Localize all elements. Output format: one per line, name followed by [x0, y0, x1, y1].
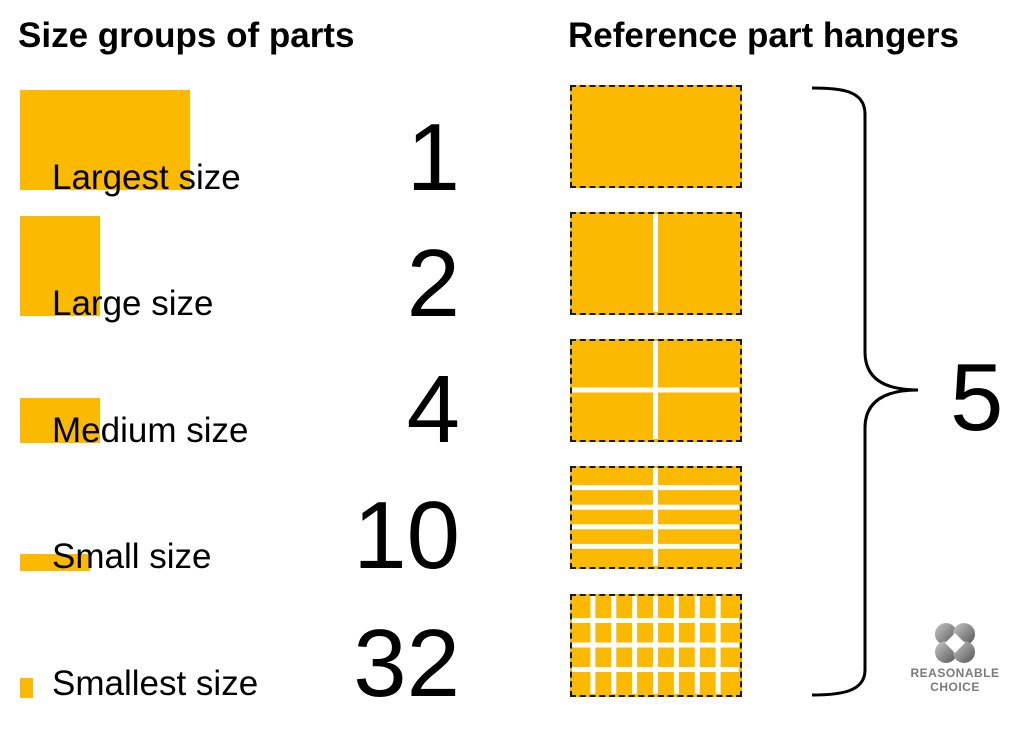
hanger-row-gap [572, 485, 739, 491]
large-size-label: Large size [52, 284, 214, 323]
hanger-row-gap [572, 504, 739, 510]
hanger-grid [572, 468, 739, 566]
logo-text-line1: REASONABLE [910, 666, 1000, 680]
hanger-smallest [570, 594, 742, 697]
hanger-grid [572, 341, 739, 439]
largest-size-swatch [20, 90, 190, 190]
hanger-row-gap [572, 642, 739, 648]
right-heading: Reference part hangers [568, 16, 959, 55]
hanger-largest [570, 85, 742, 188]
hanger-row-gap [572, 524, 739, 530]
hanger-grid [653, 214, 658, 312]
small-size-label: Small size [52, 537, 212, 576]
smallest-size-count: 32 [353, 610, 460, 717]
large-size-count: 2 [406, 230, 460, 337]
largest-size-label: Largest size [52, 158, 241, 197]
reasonable-choice-logo: REASONABLE CHOICE [900, 620, 1010, 694]
hanger-large [570, 212, 742, 315]
largest-size-count: 1 [406, 104, 460, 211]
smallest-size-label: Smallest size [52, 664, 259, 703]
logo-text-line2: CHOICE [930, 680, 980, 694]
small-size-count: 10 [353, 482, 460, 589]
hanger-medium [570, 339, 742, 442]
smallest-size-swatch [20, 678, 33, 698]
left-heading: Size groups of parts [18, 16, 355, 55]
hanger-column-gap [653, 468, 658, 566]
curly-brace [811, 86, 919, 697]
reasonable-choice-logo-icon [935, 623, 975, 663]
total-hangers-count: 5 [950, 344, 1004, 451]
medium-size-count: 4 [406, 356, 460, 463]
small-size-swatch [20, 554, 90, 571]
hanger-grid [572, 596, 739, 694]
large-size-swatch [20, 216, 100, 316]
hanger-grid [572, 87, 739, 185]
hanger-small [570, 466, 742, 569]
hanger-column-gap [653, 214, 658, 312]
medium-size-swatch [20, 398, 100, 443]
hanger-row-gap [572, 618, 739, 623]
hanger-row-gap [572, 667, 739, 672]
hanger-row-gap [572, 543, 739, 549]
medium-size-label: Medium size [52, 411, 249, 450]
hanger-row-gap [572, 387, 739, 393]
